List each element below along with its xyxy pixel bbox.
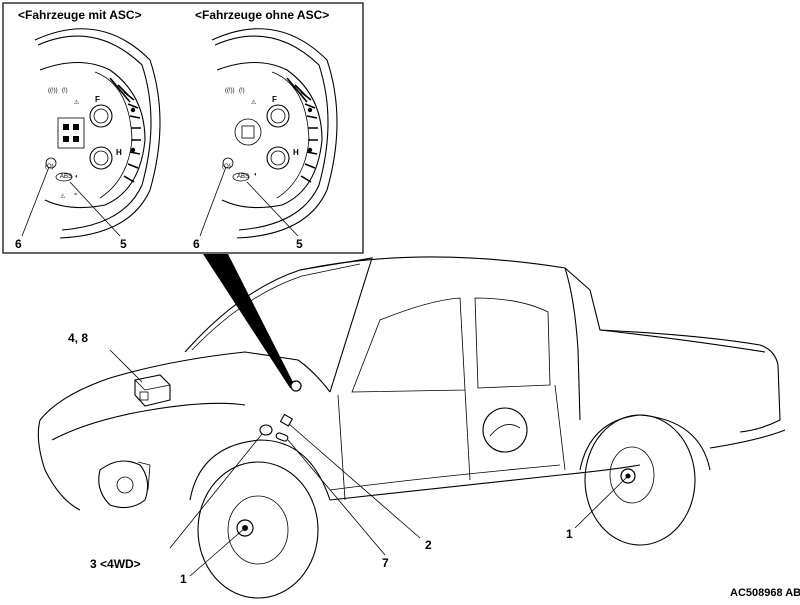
temp-gauge [89,146,113,170]
cluster-with-asc: F H ((!)) (!) ⚠ (O) ABS◐ ⚠ ≈ 6 5 [15,28,161,251]
svg-text:◐: ◐ [254,172,258,178]
svg-text:F: F [95,95,100,104]
svg-text:((!)): ((!)) [225,88,235,94]
svg-text:F: F [272,95,277,104]
inset-right-callout-5: 5 [296,237,303,251]
svg-text:⚠: ⚠ [74,99,80,106]
rear-wheel-leader [574,475,629,529]
callout-g-sensor: 3 <4WD> [90,557,141,571]
svg-text:((!)): ((!)) [48,88,58,94]
cluster-location-marker [290,380,302,392]
svg-text:(O): (O) [45,164,54,170]
fuel-filler-cap [482,407,528,453]
temp-gauge-2 [266,146,290,170]
svg-text:ABS: ABS [60,174,72,180]
connector [275,432,386,556]
svg-text:◐: ◐ [75,174,79,180]
warning-lamp-row-2: ((!)) (!) ⚠ (O) ABS ◐ [222,88,258,180]
cluster-without-asc: F H ((!)) (!) ⚠ (O) ABS ◐ 6 5 [193,28,338,251]
rear-wheel [584,414,696,546]
svg-text:H: H [116,148,122,157]
warning-lamp-row: ((!)) (!) ⚠ (O) ABS◐ ⚠ ≈ [45,88,80,200]
g-sensor [169,424,273,549]
svg-text:≈: ≈ [74,192,78,198]
lock-indicator [234,118,262,146]
tacho-tick-ring-2 [286,77,318,183]
fuel-gauge-2 [266,104,290,128]
callout-abs-unit: 4, 8 [68,331,88,345]
abs-hydraulic-unit [109,349,171,407]
inset-right-title: <Fahrzeuge ohne ASC> [195,8,329,22]
stop-light-switch [279,413,421,539]
svg-text:H: H [293,148,299,157]
inset-left-title: <Fahrzeuge mit ASC> [18,8,142,22]
callout-connector: 7 [382,556,389,570]
svg-text:⚠: ⚠ [60,193,66,200]
callout-front-wheel-sensor: 1 [180,572,187,586]
inset-left-callout-6: 6 [15,237,22,251]
svg-text:⚠: ⚠ [251,99,257,106]
inset-pointer [203,254,296,388]
inset-left-callout-5: 5 [120,237,127,251]
callout-rear-wheel-sensor: 1 [566,527,573,541]
figure-id: AC508968 AB [730,587,800,599]
svg-text:(O): (O) [222,164,231,170]
front-wheel-leader [189,527,246,577]
svg-text:(!): (!) [239,88,245,94]
callout-stop-light-switch: 2 [425,538,432,552]
truck-body [37,256,786,511]
tacho-tick-ring [109,77,141,183]
svg-text:(!): (!) [62,88,68,94]
svg-text:ABS: ABS [237,174,249,180]
left-front-hub [98,460,151,509]
front-wheel [197,461,319,599]
fuel-gauge [89,104,113,128]
4wd-indicator [57,117,85,149]
inset-panel: <Fahrzeuge mit ASC> <Fahrzeuge ohne ASC>… [2,2,364,254]
inset-right-callout-6: 6 [193,237,200,251]
